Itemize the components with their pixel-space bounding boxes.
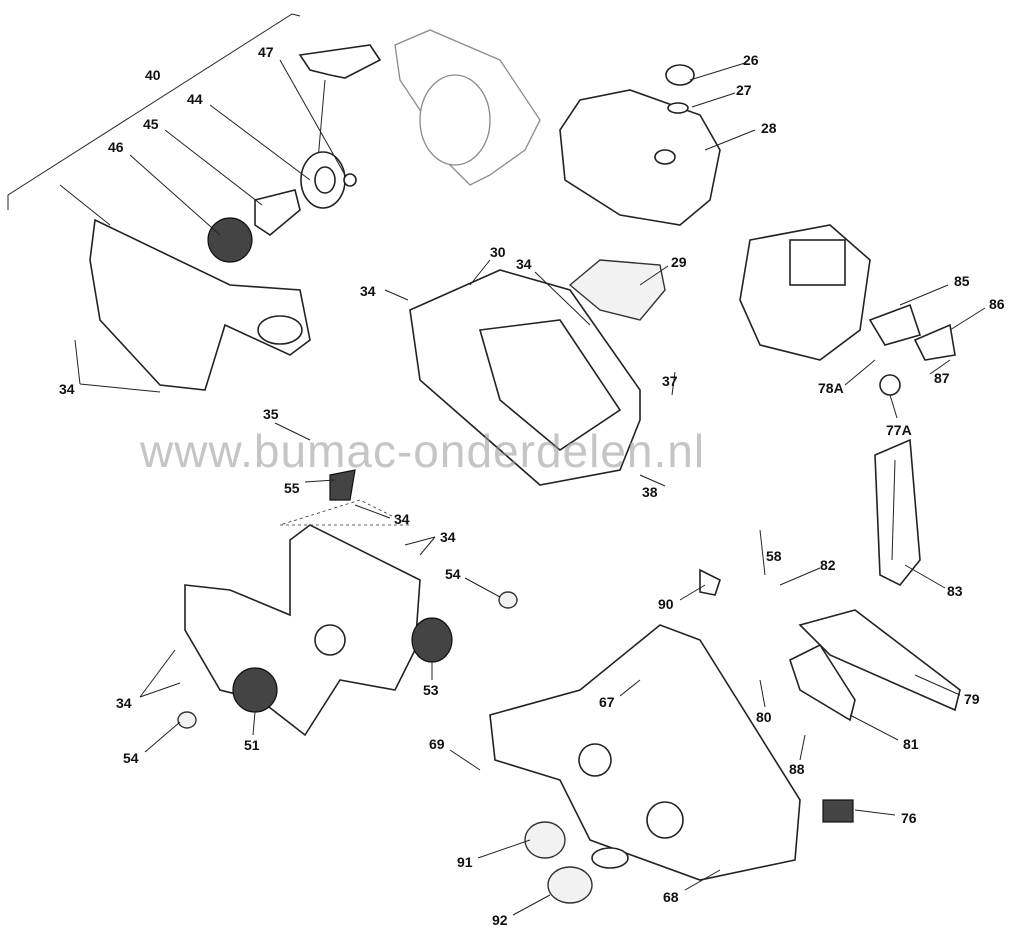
watermark: www.bumac-onderdelen.nl [140, 425, 706, 477]
av-buffer-51 [232, 667, 278, 713]
fuel-cap [524, 821, 566, 859]
label-40: 40 [145, 67, 161, 83]
label-37: 37 [662, 373, 678, 389]
brake-lever [789, 643, 856, 722]
spring-cover [254, 189, 301, 236]
starter-housing [394, 29, 541, 186]
label-55: 55 [284, 480, 300, 496]
o-ring [667, 102, 689, 114]
label-92: 92 [492, 912, 508, 928]
label-54: 54 [123, 750, 139, 766]
av-buffer-53 [411, 617, 453, 663]
group-bracket-40 [7, 13, 301, 210]
fuel-filter [699, 568, 721, 596]
label-46: 46 [108, 139, 124, 155]
label-90: 90 [658, 596, 674, 612]
fuel-oil-tank [489, 624, 801, 881]
switch-76 [822, 799, 854, 823]
label-34: 34 [516, 256, 532, 272]
label-86: 86 [989, 296, 1005, 312]
label-35: 35 [263, 406, 279, 422]
plug-54b [498, 591, 518, 609]
label-26: 26 [743, 52, 759, 68]
engine-block [739, 224, 956, 396]
label-34: 34 [394, 511, 410, 527]
label-68: 68 [663, 889, 679, 905]
label-76: 76 [901, 810, 917, 826]
label-85: 85 [954, 273, 970, 289]
cover-knob [665, 64, 695, 86]
label-28: 28 [761, 120, 777, 136]
leader-lines [59, 59, 986, 916]
label-34: 34 [360, 283, 376, 299]
label-53: 53 [423, 682, 439, 698]
label-81: 81 [903, 736, 919, 752]
label-83: 83 [947, 583, 963, 599]
label-78a: 78A [818, 380, 844, 396]
label-91: 91 [457, 854, 473, 870]
label-34: 34 [440, 529, 456, 545]
label-67: 67 [599, 694, 615, 710]
label-47: 47 [258, 44, 274, 60]
label-27: 27 [736, 82, 752, 98]
guide-bar [874, 438, 921, 587]
plug-54a [177, 711, 197, 729]
washer [343, 173, 357, 187]
starter-pulley [300, 151, 346, 209]
label-79: 79 [964, 691, 980, 707]
label-30: 30 [490, 244, 506, 260]
fan-cover [89, 218, 311, 391]
label-87: 87 [934, 370, 950, 386]
label-29: 29 [671, 254, 687, 270]
label-45: 45 [143, 116, 159, 132]
label-34: 34 [116, 695, 132, 711]
top-cover [559, 89, 721, 226]
part-labels: 40 47 44 45 46 26 27 28 30 34 29 34 85 8… [59, 44, 1005, 928]
label-80: 80 [756, 709, 772, 725]
label-38: 38 [642, 484, 658, 500]
label-51: 51 [244, 737, 260, 753]
cap-seal [591, 847, 629, 869]
rear-housing [409, 269, 641, 486]
crankcase [184, 524, 421, 737]
label-44: 44 [187, 91, 203, 107]
recoil-spring [207, 217, 253, 263]
label-34: 34 [59, 381, 75, 397]
spring-55 [329, 469, 356, 501]
label-82: 82 [820, 557, 836, 573]
label-54: 54 [445, 566, 461, 582]
label-69: 69 [429, 736, 445, 752]
oil-cap [547, 866, 593, 904]
chain-guard [798, 609, 961, 712]
label-77a: 77A [886, 422, 912, 438]
label-58: 58 [766, 548, 782, 564]
starter-handle [298, 44, 382, 161]
label-88: 88 [789, 761, 805, 777]
air-filter [568, 259, 666, 321]
